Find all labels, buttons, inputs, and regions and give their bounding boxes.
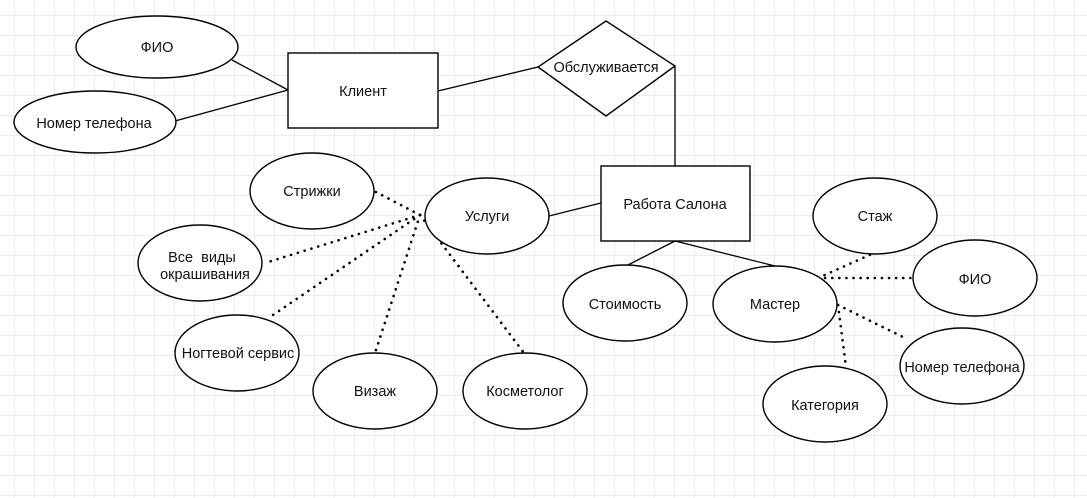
edge-client-name	[231, 59, 289, 91]
entity-client-label: Клиент	[339, 84, 387, 100]
dotted-master-experience	[816, 251, 876, 280]
dotted-services-nails	[268, 213, 422, 319]
dotted-master-category	[836, 303, 848, 369]
attribute-coloring-label-line2: окрашивания	[160, 267, 250, 283]
attribute-client-name[interactable]: ФИО	[75, 15, 239, 79]
attribute-master-name-label: ФИО	[959, 272, 992, 288]
relationship-serves[interactable]: Обслуживается	[536, 20, 677, 117]
attribute-haircuts-label: Стрижки	[283, 184, 340, 200]
attribute-master-label: Мастер	[750, 297, 800, 313]
attribute-coloring[interactable]: Все виды окрашивания	[137, 224, 263, 302]
relationship-serves-label: Обслуживается	[553, 60, 658, 76]
entity-salon-work-label: Работа Салона	[623, 197, 727, 213]
entity-client[interactable]: Клиент	[287, 52, 439, 129]
attribute-nail-service-label: Ногтевой сервис	[182, 346, 295, 362]
attribute-master-phone[interactable]: Номер телефона	[899, 327, 1025, 405]
attribute-experience-label: Стаж	[858, 209, 893, 225]
attribute-nail-service[interactable]: Ногтевой сервис	[174, 314, 300, 392]
dotted-master-phone	[836, 303, 905, 339]
attribute-services-label: Услуги	[465, 209, 510, 225]
attribute-cosmetologist-label: Косметолог	[486, 384, 564, 400]
entity-salon-work[interactable]: Работа Салона	[600, 165, 751, 242]
edge-salon-master	[674, 240, 776, 267]
attribute-cosmetologist[interactable]: Косметолог	[462, 352, 588, 430]
dotted-services-haircuts	[372, 189, 422, 217]
edge-services-salon	[548, 202, 602, 217]
edge-client-phone	[174, 89, 289, 122]
attribute-haircuts[interactable]: Стрижки	[249, 152, 375, 230]
attribute-client-phone-label: Номер телефона	[36, 116, 152, 132]
attribute-category-label: Категория	[791, 398, 859, 414]
edge-client-serves	[437, 66, 539, 92]
solid-connectors	[174, 59, 776, 269]
attribute-makeup[interactable]: Визаж	[312, 352, 438, 430]
edge-salon-price	[621, 240, 676, 269]
attribute-master[interactable]: Мастер	[712, 265, 838, 343]
attribute-price[interactable]: Стоимость	[562, 264, 688, 342]
attribute-services[interactable]: Услуги	[424, 177, 550, 255]
attribute-price-label: Стоимость	[589, 297, 662, 313]
attribute-client-phone[interactable]: Номер телефона	[13, 90, 177, 154]
attribute-client-name-label: ФИО	[141, 40, 174, 56]
attribute-master-phone-label: Номер телефона	[904, 360, 1020, 376]
dotted-services-makeup	[373, 213, 422, 355]
attribute-category[interactable]: Категория	[762, 365, 888, 443]
attribute-experience[interactable]: Стаж	[812, 177, 938, 255]
attribute-makeup-label: Визаж	[354, 384, 396, 400]
attribute-coloring-label-line1: Все виды	[168, 250, 236, 266]
attribute-master-name[interactable]: ФИО	[912, 239, 1038, 317]
dotted-services-coloring	[263, 213, 422, 265]
